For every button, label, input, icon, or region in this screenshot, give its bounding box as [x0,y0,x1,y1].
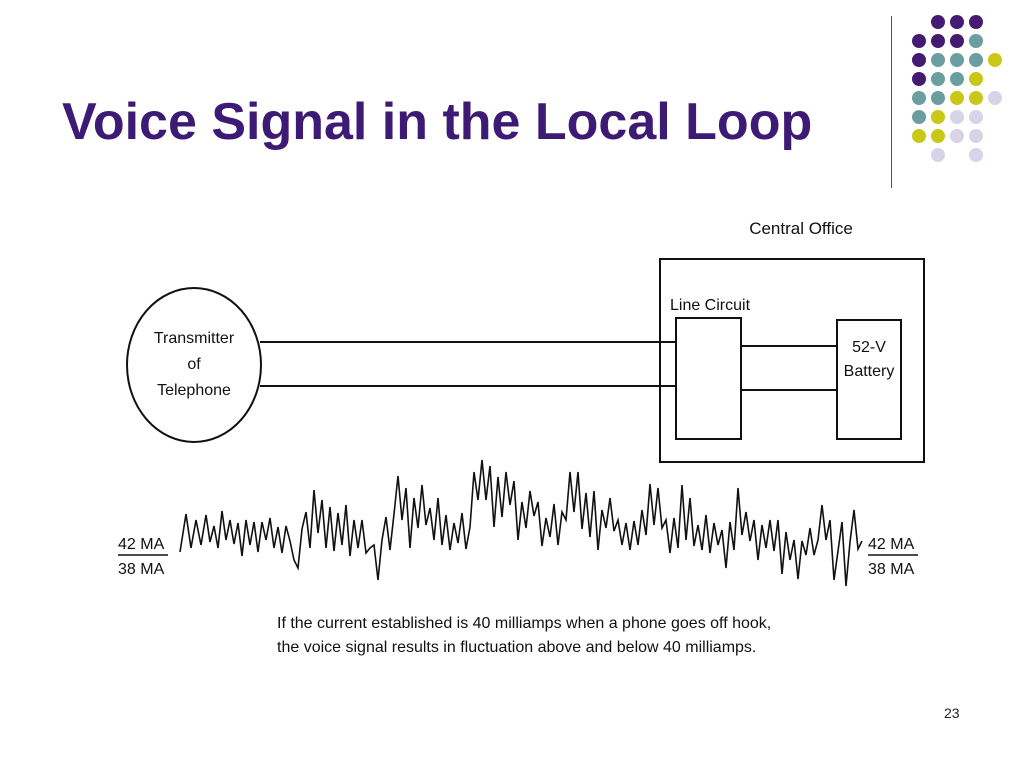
caption-line-2: the voice signal results in fluctuation … [277,639,756,656]
decorative-dot [950,129,964,143]
decorative-dot [912,110,926,124]
decorative-dot [912,91,926,105]
decorative-dot [931,129,945,143]
decorative-dot [931,110,945,124]
right-scale-lower-label: 38 MA [868,561,915,578]
decorative-dot [988,53,1002,67]
left-scale-lower-label: 38 MA [118,561,165,578]
telephone-transmitter-circle [126,287,262,443]
decorative-dot [950,15,964,29]
line-circuit-box [675,317,742,440]
decorative-dot [912,53,926,67]
decorative-dot [950,72,964,86]
telephone-label-line-2: of [187,356,201,373]
decorative-dot [931,72,945,86]
decorative-dot [931,53,945,67]
left-scale-upper-label: 42 MA [118,536,165,553]
battery-box [836,319,902,440]
central-office-box [659,258,925,463]
decorative-dot [969,129,983,143]
decorative-dot [969,53,983,67]
slide-title: Voice Signal in the Local Loop [62,93,813,151]
caption-line-1: If the current established is 40 milliam… [277,615,771,632]
telephone-label-line-3: Telephone [157,382,231,399]
battery-label-line-1: 52-V [852,339,886,356]
battery-label-line-2: Battery [844,363,895,380]
decorative-dot [969,72,983,86]
decorative-dot [969,110,983,124]
decorative-dot [950,91,964,105]
decorative-dot [969,91,983,105]
decorative-dot [912,129,926,143]
page-number: 23 [944,705,960,721]
telephone-label-line-1: Transmitter [154,330,235,347]
decorative-dot [988,91,1002,105]
decorative-dot [950,34,964,48]
decorative-dot [912,34,926,48]
voice-signal-waveform [179,459,863,587]
decorative-dot [931,91,945,105]
central-office-label: Central Office [749,219,853,238]
decorative-dot [969,34,983,48]
decorative-dot [969,148,983,162]
decorative-dot [912,72,926,86]
decorative-dot [950,110,964,124]
line-circuit-label: Line Circuit [670,297,751,314]
decorative-dot [950,53,964,67]
right-scale-upper-label: 42 MA [868,536,915,553]
decorative-dot [931,34,945,48]
decorative-dot [931,15,945,29]
title-divider [891,16,892,188]
decorative-dot [969,15,983,29]
decorative-dot [931,148,945,162]
decorative-dot-grid [912,15,1002,162]
